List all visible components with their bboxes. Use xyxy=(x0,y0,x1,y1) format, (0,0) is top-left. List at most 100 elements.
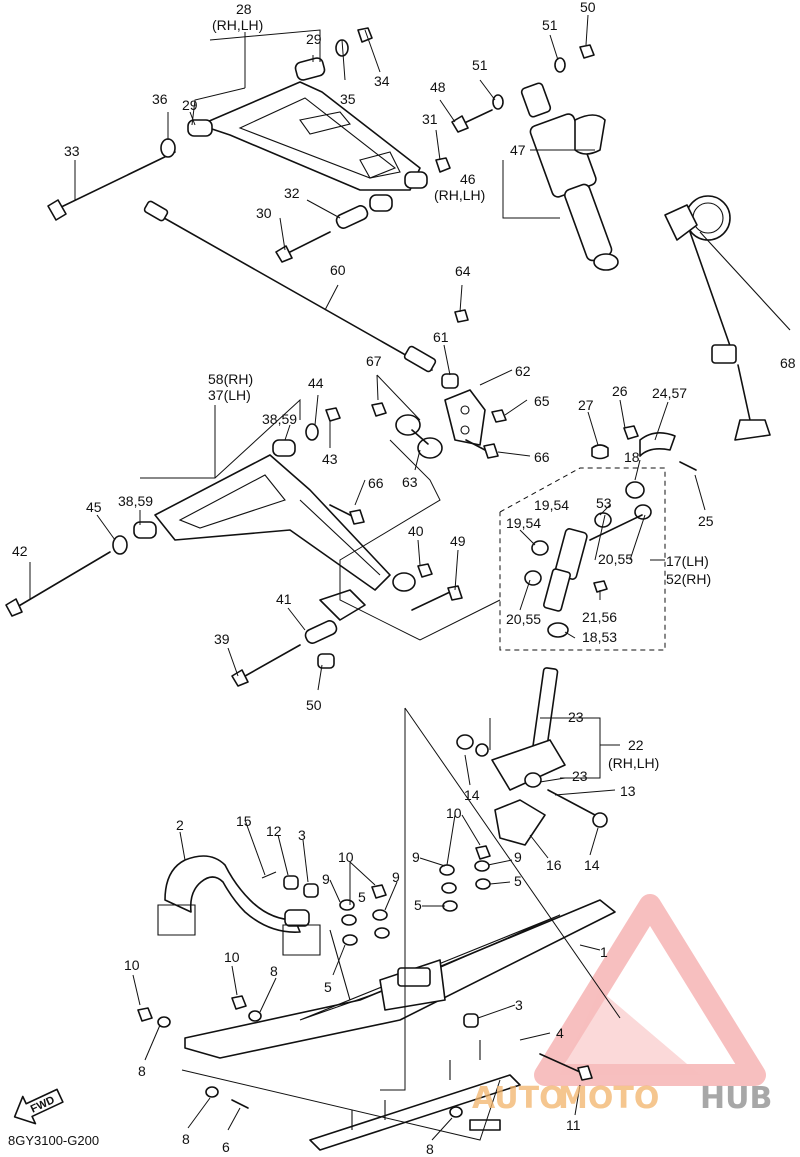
collar-3a xyxy=(303,883,319,898)
callout-65: 65 xyxy=(534,393,550,409)
callout-24: 24,57 xyxy=(652,385,687,401)
callout-50b: 50 xyxy=(306,697,322,713)
washer-8d xyxy=(449,1106,463,1118)
callout-30: 30 xyxy=(256,205,272,221)
callout-34: 34 xyxy=(374,73,390,89)
callout-42: 42 xyxy=(12,543,28,559)
callout-38b: 38,59 xyxy=(118,493,153,509)
callout-45: 45 xyxy=(86,499,102,515)
bolt-25 xyxy=(679,461,697,471)
pin-15 xyxy=(261,871,277,879)
callout-20b: 20,55 xyxy=(506,611,541,627)
washer-36 xyxy=(160,138,176,158)
upper-a-arm xyxy=(187,57,428,212)
callout-51b: 51 xyxy=(542,17,558,33)
callout-19a: 19,54 xyxy=(534,497,569,513)
callout-1: 1 xyxy=(600,944,608,960)
spindle-group-outline xyxy=(499,467,666,651)
nut-10a xyxy=(137,1007,153,1022)
callout-4: 4 xyxy=(556,1025,564,1041)
watermark-text-hub: HUB xyxy=(700,1081,772,1116)
callout-3a: 3 xyxy=(298,827,306,843)
callout-8d: 8 xyxy=(426,1141,434,1157)
callout-23b: 23 xyxy=(572,768,588,784)
callout-31: 31 xyxy=(422,111,438,127)
callout-9b: 9 xyxy=(392,869,400,885)
collar-50b xyxy=(317,653,335,669)
nut-67 xyxy=(371,402,387,417)
washer-45 xyxy=(112,535,128,555)
callout-50a: 50 xyxy=(580,0,596,15)
bushing-41 xyxy=(304,620,338,644)
callout-5c: 5 xyxy=(414,897,422,913)
bolt-64 xyxy=(454,309,469,323)
callout-21: 21,56 xyxy=(582,609,617,625)
nut-31 xyxy=(435,157,451,173)
callout-10a: 10 xyxy=(124,957,140,973)
nut-10b xyxy=(231,995,247,1010)
callout-28: 28 xyxy=(236,1,252,17)
callout-5b: 5 xyxy=(514,873,522,889)
callout-44: 44 xyxy=(308,375,324,391)
nut-10d xyxy=(475,845,491,860)
callout-32: 32 xyxy=(284,185,300,201)
nut-65 xyxy=(491,409,507,423)
callout-20a: 20,55 xyxy=(598,551,633,567)
handle-2 xyxy=(164,855,310,933)
bolt-49 xyxy=(411,585,463,611)
callout-66b: 66 xyxy=(368,475,384,491)
callout-5d: 5 xyxy=(324,979,332,995)
callout-5a: 5 xyxy=(358,889,366,905)
nut-40 xyxy=(417,563,433,578)
callout-8b: 8 xyxy=(270,963,278,979)
callout-38a: 38,59 xyxy=(262,411,297,427)
callout-53: 53 xyxy=(596,495,612,511)
nut-10c xyxy=(371,884,387,899)
callout-22-sub: (RH,LH) xyxy=(608,755,659,771)
callout-43: 43 xyxy=(322,451,338,467)
callout-41: 41 xyxy=(276,591,292,607)
callout-6: 6 xyxy=(222,1139,230,1155)
callout-46-sub: (RH,LH) xyxy=(434,187,485,203)
washer-51a xyxy=(492,94,504,110)
callout-63: 63 xyxy=(402,474,418,490)
rod-60 xyxy=(143,200,437,373)
bracket-guide-left xyxy=(157,904,196,936)
callout-49: 49 xyxy=(450,533,466,549)
washer-51b xyxy=(554,57,566,73)
leader-lines xyxy=(29,14,706,1141)
watermark-text: AUTO MOTO HUB xyxy=(472,1081,772,1116)
callout-39: 39 xyxy=(214,631,230,647)
lower-a-arm xyxy=(133,439,416,621)
callout-17: 17(LH) xyxy=(666,553,709,569)
fwd-label: FWD xyxy=(29,1094,57,1115)
ski-column xyxy=(456,667,608,828)
collar-12 xyxy=(283,875,299,890)
callout-15: 15 xyxy=(236,813,252,829)
bracket-62 xyxy=(444,389,486,446)
watermark-logo xyxy=(534,894,766,1086)
nut-50 xyxy=(579,44,595,59)
callout-67: 67 xyxy=(366,353,382,369)
callout-14a: 14 xyxy=(464,787,480,803)
callout-37: 37(LH) xyxy=(208,387,251,403)
washers-9-5 xyxy=(339,860,491,946)
washer-8c xyxy=(205,1086,219,1098)
bolt-6 xyxy=(231,1099,249,1109)
callout-18a: 18 xyxy=(624,449,640,465)
callout-61: 61 xyxy=(433,329,449,345)
callout-labels: 28 (RH,LH) 29 35 34 36 29 33 31 32 30 48… xyxy=(12,0,796,1157)
callout-35: 35 xyxy=(340,91,356,107)
callout-66a: 66 xyxy=(534,449,550,465)
callout-58: 58(RH) xyxy=(208,371,253,387)
callout-52: 52(RH) xyxy=(666,571,711,587)
bolt-11 xyxy=(539,1053,593,1081)
bolt-42 xyxy=(5,551,111,617)
callout-9d: 9 xyxy=(514,849,522,865)
callout-8c: 8 xyxy=(182,1131,190,1147)
callout-25: 25 xyxy=(698,513,714,529)
shock-absorber xyxy=(520,82,619,271)
spring-tool-68 xyxy=(664,195,791,441)
bolt-39 xyxy=(231,644,301,687)
